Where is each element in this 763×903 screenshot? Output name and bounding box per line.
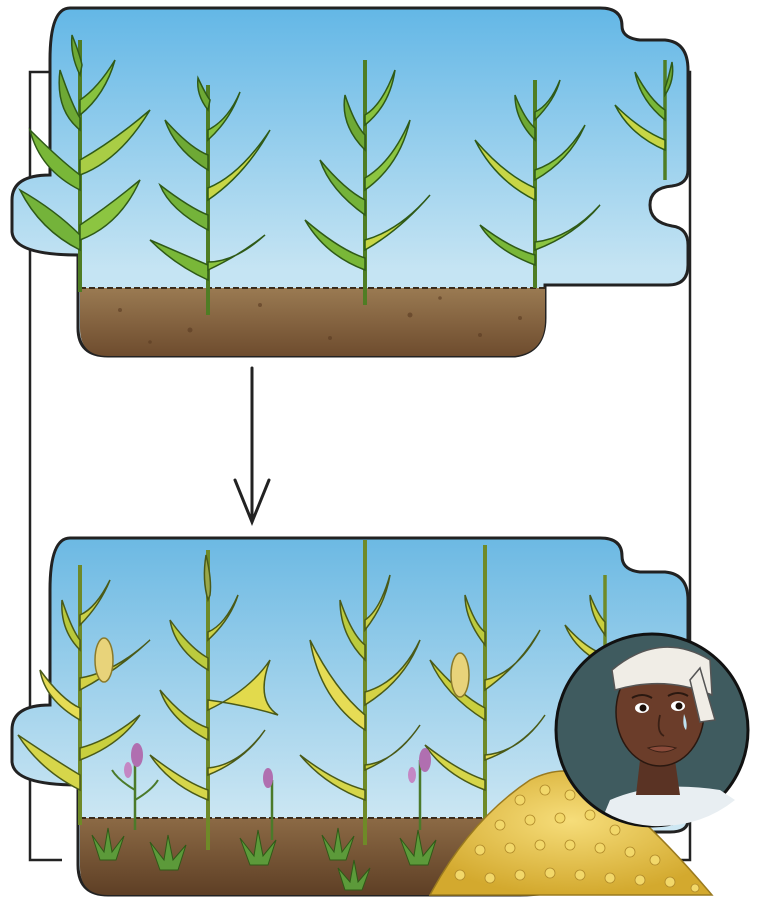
crying-farmer-avatar bbox=[556, 634, 748, 826]
arrow-down-icon bbox=[235, 368, 269, 522]
top-panel-healthy-field bbox=[12, 8, 688, 356]
